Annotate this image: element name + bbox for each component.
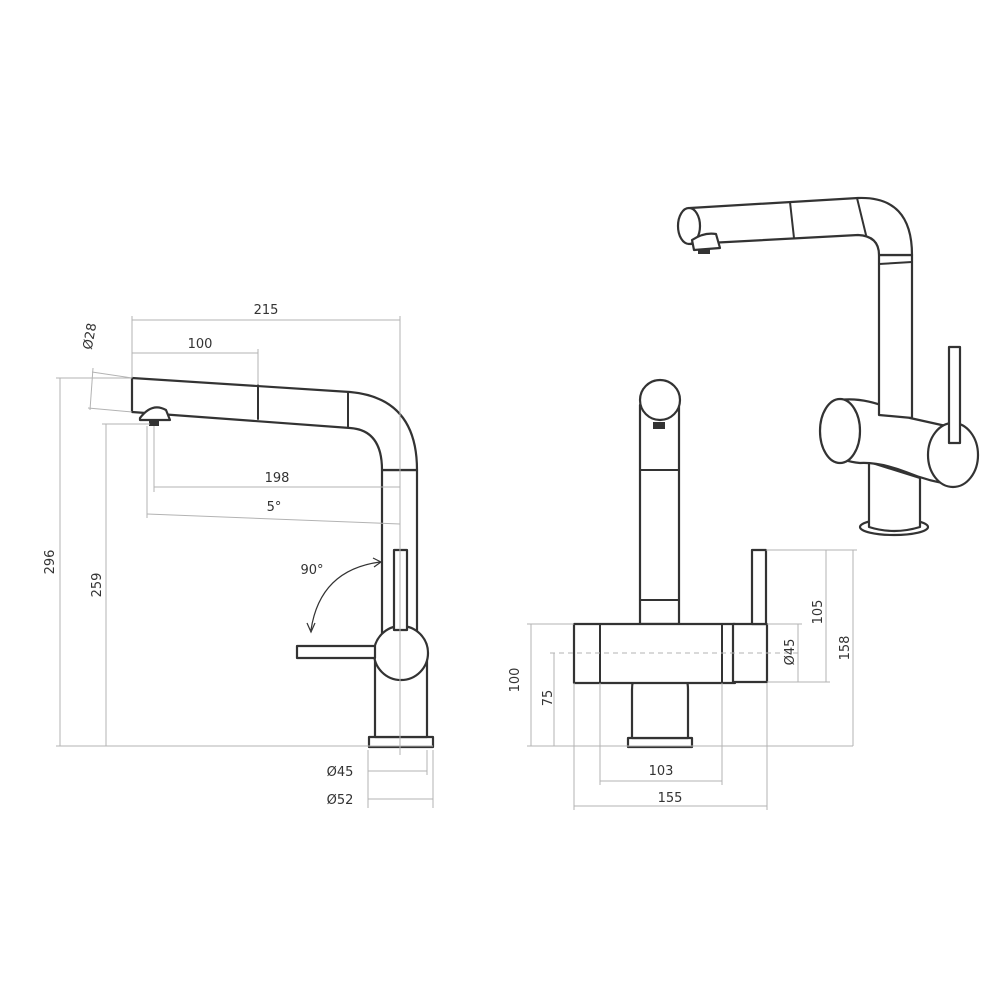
side-view-faucet	[130, 376, 435, 749]
front-aerator	[653, 422, 665, 429]
label-total-height: 296	[43, 550, 58, 575]
label-lever-height: 105	[811, 600, 826, 625]
label-lever-diameter: Ø45	[783, 639, 798, 666]
side-aerator-nozzle	[149, 420, 159, 426]
front-view-labels: 100 75 103 155 Ø45 105 158	[508, 600, 853, 806]
front-spout-head	[638, 378, 682, 422]
front-view-dimensions	[527, 549, 857, 810]
label-tilt-angle: 5°	[267, 500, 282, 515]
front-lever-handle	[750, 548, 768, 626]
label-front-total-height: 158	[838, 636, 853, 661]
label-body-diameter: Ø45	[327, 765, 354, 780]
side-lever-hub	[372, 624, 430, 682]
persp-pedestal	[867, 460, 922, 533]
side-aerator	[138, 406, 172, 422]
side-lever-horizontal	[295, 644, 377, 660]
label-body-height: 100	[508, 668, 523, 693]
front-view-faucet	[572, 378, 769, 749]
persp-body-end-left	[818, 397, 862, 465]
label-pullout: 100	[188, 337, 213, 352]
label-inlet-height: 75	[541, 690, 556, 707]
persp-spout-seam-2	[856, 197, 867, 236]
label-lever-angle: 90°	[300, 563, 323, 578]
side-view-labels: 215 100 Ø28 198 5° 90° 296 259 Ø45 Ø52	[43, 303, 353, 808]
persp-spout-seam-3	[878, 261, 913, 265]
label-spout-diameter: Ø28	[81, 322, 100, 351]
label-base-width: 103	[649, 764, 674, 779]
persp-spout-arm	[688, 196, 914, 257]
side-view-dimensions	[56, 316, 434, 808]
label-reach-aerator: 198	[265, 471, 290, 486]
label-base-diameter: Ø52	[327, 793, 354, 808]
label-total-width: 155	[658, 791, 683, 806]
front-spout-column	[638, 403, 681, 626]
label-outlet-height: 259	[90, 573, 105, 598]
label-total-reach: 215	[254, 303, 279, 318]
persp-spout-head	[676, 206, 702, 246]
side-spout-arm	[130, 376, 419, 472]
persp-spout-seam-1	[789, 201, 795, 239]
persp-spout-column	[877, 253, 914, 420]
persp-aerator	[690, 232, 722, 252]
perspective-view-faucet	[676, 196, 980, 537]
persp-aerator-nozzle	[698, 249, 710, 254]
persp-lever-handle	[947, 345, 962, 445]
